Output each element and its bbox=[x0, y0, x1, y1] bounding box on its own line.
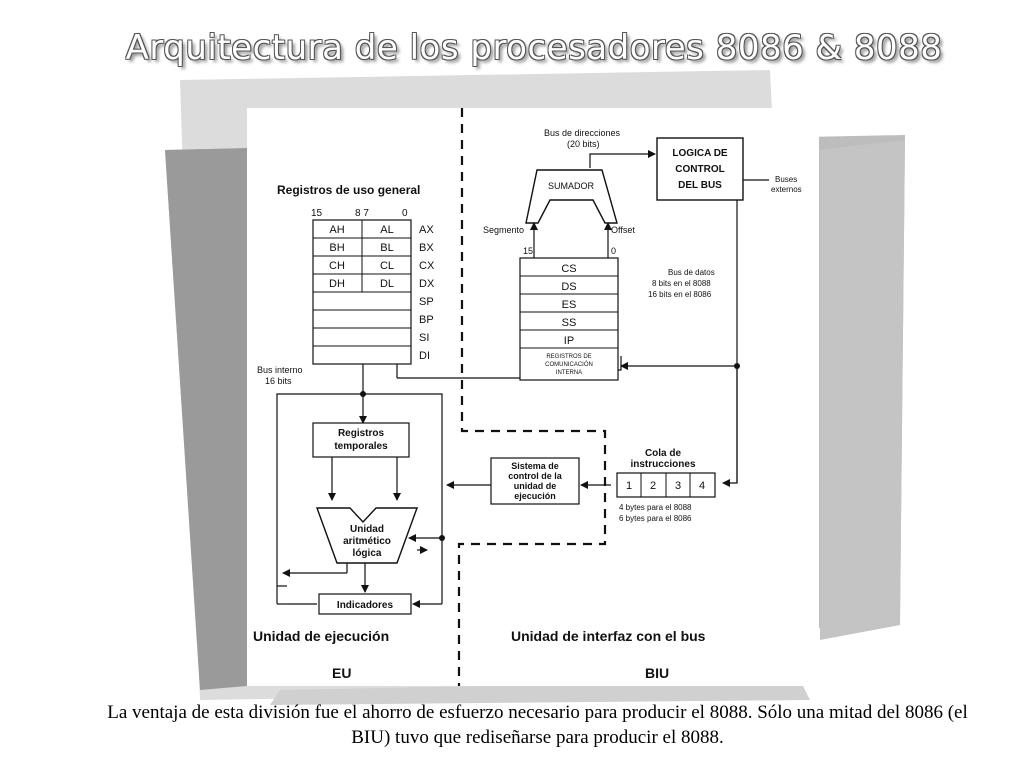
bus-junction-1 bbox=[360, 391, 366, 397]
reg-bl: BL bbox=[380, 242, 393, 254]
gp-register-file bbox=[312, 219, 412, 365]
biu-bit-15: 15 bbox=[523, 246, 533, 256]
com-regs-label-1: REGISTROS DE bbox=[546, 354, 591, 360]
biu-abbr: BIU bbox=[645, 665, 669, 681]
bus-control-logic-box bbox=[656, 137, 744, 201]
bus-control-label-3: DEL BUS bbox=[678, 180, 722, 191]
alu-label-1: Unidad bbox=[350, 524, 384, 535]
temp-registers-label-2: temporales bbox=[334, 441, 388, 452]
alu-label-3: lógica bbox=[353, 548, 382, 559]
reg-bh: BH bbox=[329, 242, 344, 254]
reg-ah: AH bbox=[329, 224, 344, 236]
external-buses-label-2: externos bbox=[771, 185, 802, 194]
reg-dh: DH bbox=[329, 278, 345, 290]
reg-name-bp: BP bbox=[419, 314, 434, 326]
data-bus-label-2: 8 bits en el 8088 bbox=[652, 279, 711, 288]
reg-name-dx: DX bbox=[419, 278, 435, 290]
flags-box bbox=[318, 593, 412, 615]
flags-label: Indicadores bbox=[337, 600, 394, 611]
seg-cs: CS bbox=[561, 263, 576, 275]
queue-title-2: instrucciones bbox=[630, 459, 695, 470]
eu-bit-15: 15 bbox=[311, 208, 323, 219]
reg-name-cx: CX bbox=[419, 260, 435, 272]
data-bus-junction bbox=[734, 363, 740, 369]
queue-cell-4: 4 bbox=[699, 480, 705, 492]
reg-name-ax: AX bbox=[419, 224, 434, 236]
seg-ip: IP bbox=[564, 335, 574, 347]
reg-cl: CL bbox=[380, 260, 394, 272]
segment-label: Segmento bbox=[483, 225, 524, 235]
instruction-queue bbox=[616, 472, 716, 498]
reg-ch: CH bbox=[329, 260, 345, 272]
biu-bit-0: 0 bbox=[611, 246, 616, 256]
eu-control-label-1: Sistema de bbox=[511, 461, 559, 471]
seg-ss: SS bbox=[562, 317, 577, 329]
eu-bit-87: 8 7 bbox=[355, 208, 369, 219]
temp-registers-box bbox=[312, 422, 410, 458]
bus-interno-label-1: Bus interno bbox=[257, 365, 303, 375]
data-bus-label-1: Bus de datos bbox=[668, 268, 715, 277]
reg-name-sp: SP bbox=[419, 296, 434, 308]
eu-abbr: EU bbox=[332, 665, 351, 681]
reg-name-bx: BX bbox=[419, 242, 434, 254]
eu-control-label-3: unidad de bbox=[514, 481, 557, 491]
adder-shape bbox=[525, 169, 618, 224]
reg-name-si: SI bbox=[419, 332, 429, 344]
queue-cell-2: 2 bbox=[650, 480, 656, 492]
queue-title-1: Cola de bbox=[645, 448, 682, 459]
biu-title: Unidad de interfaz con el bus bbox=[511, 628, 706, 644]
seg-es: ES bbox=[562, 299, 577, 311]
alu-label-2: aritmético bbox=[343, 536, 391, 547]
bus-control-label-2: CONTROL bbox=[675, 164, 724, 175]
com-regs-label-3: INTERNA bbox=[556, 370, 582, 376]
eu-title: Unidad de ejecución bbox=[253, 628, 389, 644]
seg-ds: DS bbox=[561, 281, 576, 293]
slide-title: Arquitectura de los procesadores 8086 & … bbox=[125, 28, 943, 68]
eu-control-label-4: ejecución bbox=[514, 491, 556, 501]
data-bus-label-3: 16 bits en el 8086 bbox=[648, 290, 712, 299]
eu-control-label-2: control de la bbox=[508, 471, 563, 481]
temp-registers-label-1: Registros bbox=[338, 428, 385, 439]
eu-bit-0: 0 bbox=[402, 208, 408, 219]
com-regs-label-2: COMUNICACIÓN bbox=[545, 361, 593, 368]
queue-cell-3: 3 bbox=[675, 480, 681, 492]
queue-note-2: 6 bytes para el 8086 bbox=[619, 514, 692, 523]
eu-control-box bbox=[490, 457, 580, 505]
queue-note-1: 4 bytes para el 8088 bbox=[619, 503, 692, 512]
address-bus-label-2: (20 bits) bbox=[567, 139, 600, 149]
reg-al: AL bbox=[380, 224, 393, 236]
external-buses-label-1: Buses bbox=[775, 175, 797, 184]
address-bus-label-1: Bus de direcciones bbox=[544, 128, 621, 138]
slide-caption: La ventaja de esta división fue el ahorr… bbox=[107, 702, 968, 748]
bus-control-label-1: LOGICA DE bbox=[672, 148, 728, 159]
adder-label: SUMADOR bbox=[548, 181, 595, 191]
gp-registers-heading: Registros de uso general bbox=[277, 183, 420, 197]
reg-name-di: DI bbox=[419, 350, 430, 362]
queue-cell-1: 1 bbox=[626, 480, 632, 492]
offset-label: Offset bbox=[611, 225, 635, 235]
architecture-diagram: Registros de uso general 15 8 7 0 AH BH … bbox=[253, 108, 802, 686]
bus-interno-label-2: 16 bits bbox=[265, 376, 292, 386]
reg-dl: DL bbox=[380, 278, 394, 290]
segment-register-file bbox=[519, 257, 619, 381]
